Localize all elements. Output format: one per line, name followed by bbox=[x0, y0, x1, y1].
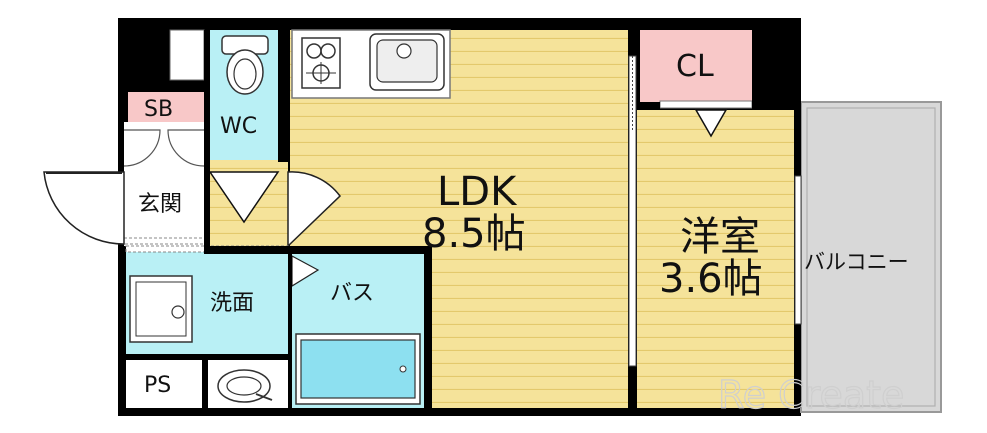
ldk-size-label: 8.5帖 bbox=[422, 211, 526, 257]
sink-icon bbox=[369, 33, 445, 91]
balcony-window bbox=[794, 175, 802, 325]
entrance-label: 玄関 bbox=[138, 192, 182, 217]
bathtub-icon bbox=[295, 333, 421, 405]
ldk-door-swing bbox=[287, 171, 341, 248]
entry-door-swing bbox=[43, 171, 125, 245]
stove-icon bbox=[301, 37, 341, 89]
shoe-box bbox=[128, 92, 204, 122]
western-room-size-label: 3.6帖 bbox=[659, 256, 763, 302]
entrance-floor bbox=[124, 122, 208, 246]
watermark: Re Create bbox=[718, 373, 904, 417]
washing-machine-icon bbox=[129, 275, 193, 343]
pipe-space bbox=[126, 360, 202, 408]
toilet-icon bbox=[221, 35, 269, 95]
closet bbox=[640, 30, 752, 102]
ldk-label: LDK bbox=[437, 169, 518, 215]
western-room-label: 洋室 bbox=[680, 214, 760, 260]
closet-door-arrow bbox=[694, 109, 728, 138]
balcony-label: バルコニー bbox=[804, 250, 909, 274]
western-room-floor bbox=[637, 110, 794, 408]
washroom-label: 洗面 bbox=[210, 291, 254, 316]
washbasin-icon bbox=[217, 369, 273, 403]
closet-label: CL bbox=[676, 49, 714, 84]
balcony-area bbox=[800, 101, 942, 413]
bath-label: バス bbox=[330, 281, 374, 306]
shoe-box-label: SB bbox=[144, 97, 173, 122]
pipe-space-label: PS bbox=[144, 373, 171, 398]
ldk-sliding-door bbox=[628, 55, 637, 367]
wc-label: WC bbox=[220, 114, 257, 139]
hallway-door-arrow bbox=[208, 171, 280, 224]
